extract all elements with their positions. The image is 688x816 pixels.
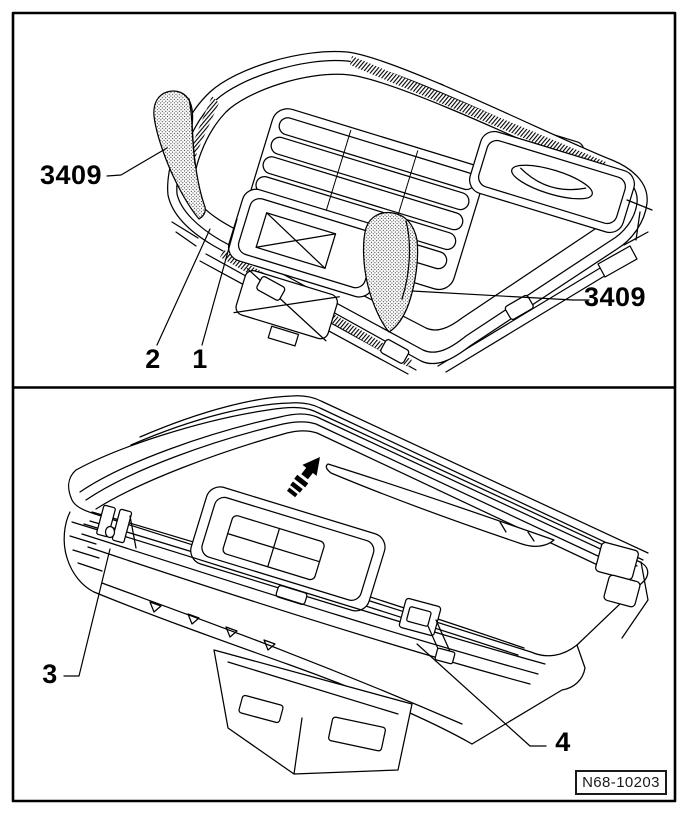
direction-arrow-icon [286,457,320,498]
recess-tray [190,486,386,612]
drawing-number: N68-10203 [582,774,660,791]
wedge-tool-left-icon [153,90,206,220]
callout-item-2: 2 [145,344,161,374]
callout-tool-3409-left: 3409 [39,160,103,190]
drawing-number-box: N68-10203 [575,770,667,795]
vent-housing-drawing [63,395,649,775]
leader-lines-top [106,147,590,346]
retaining-clip-right [398,597,456,665]
grille-assembly-drawing [106,50,653,375]
callout-item-3: 3 [42,659,58,689]
retaining-clip-left [96,504,137,549]
callout-tool-3409-right: 3409 [583,282,647,312]
callout-item-4: 4 [555,727,571,757]
leader-lines-bottom [63,548,547,747]
wedge-tool-right-icon [362,211,419,333]
handle-plate [468,130,636,234]
callout-item-1: 1 [192,344,208,374]
